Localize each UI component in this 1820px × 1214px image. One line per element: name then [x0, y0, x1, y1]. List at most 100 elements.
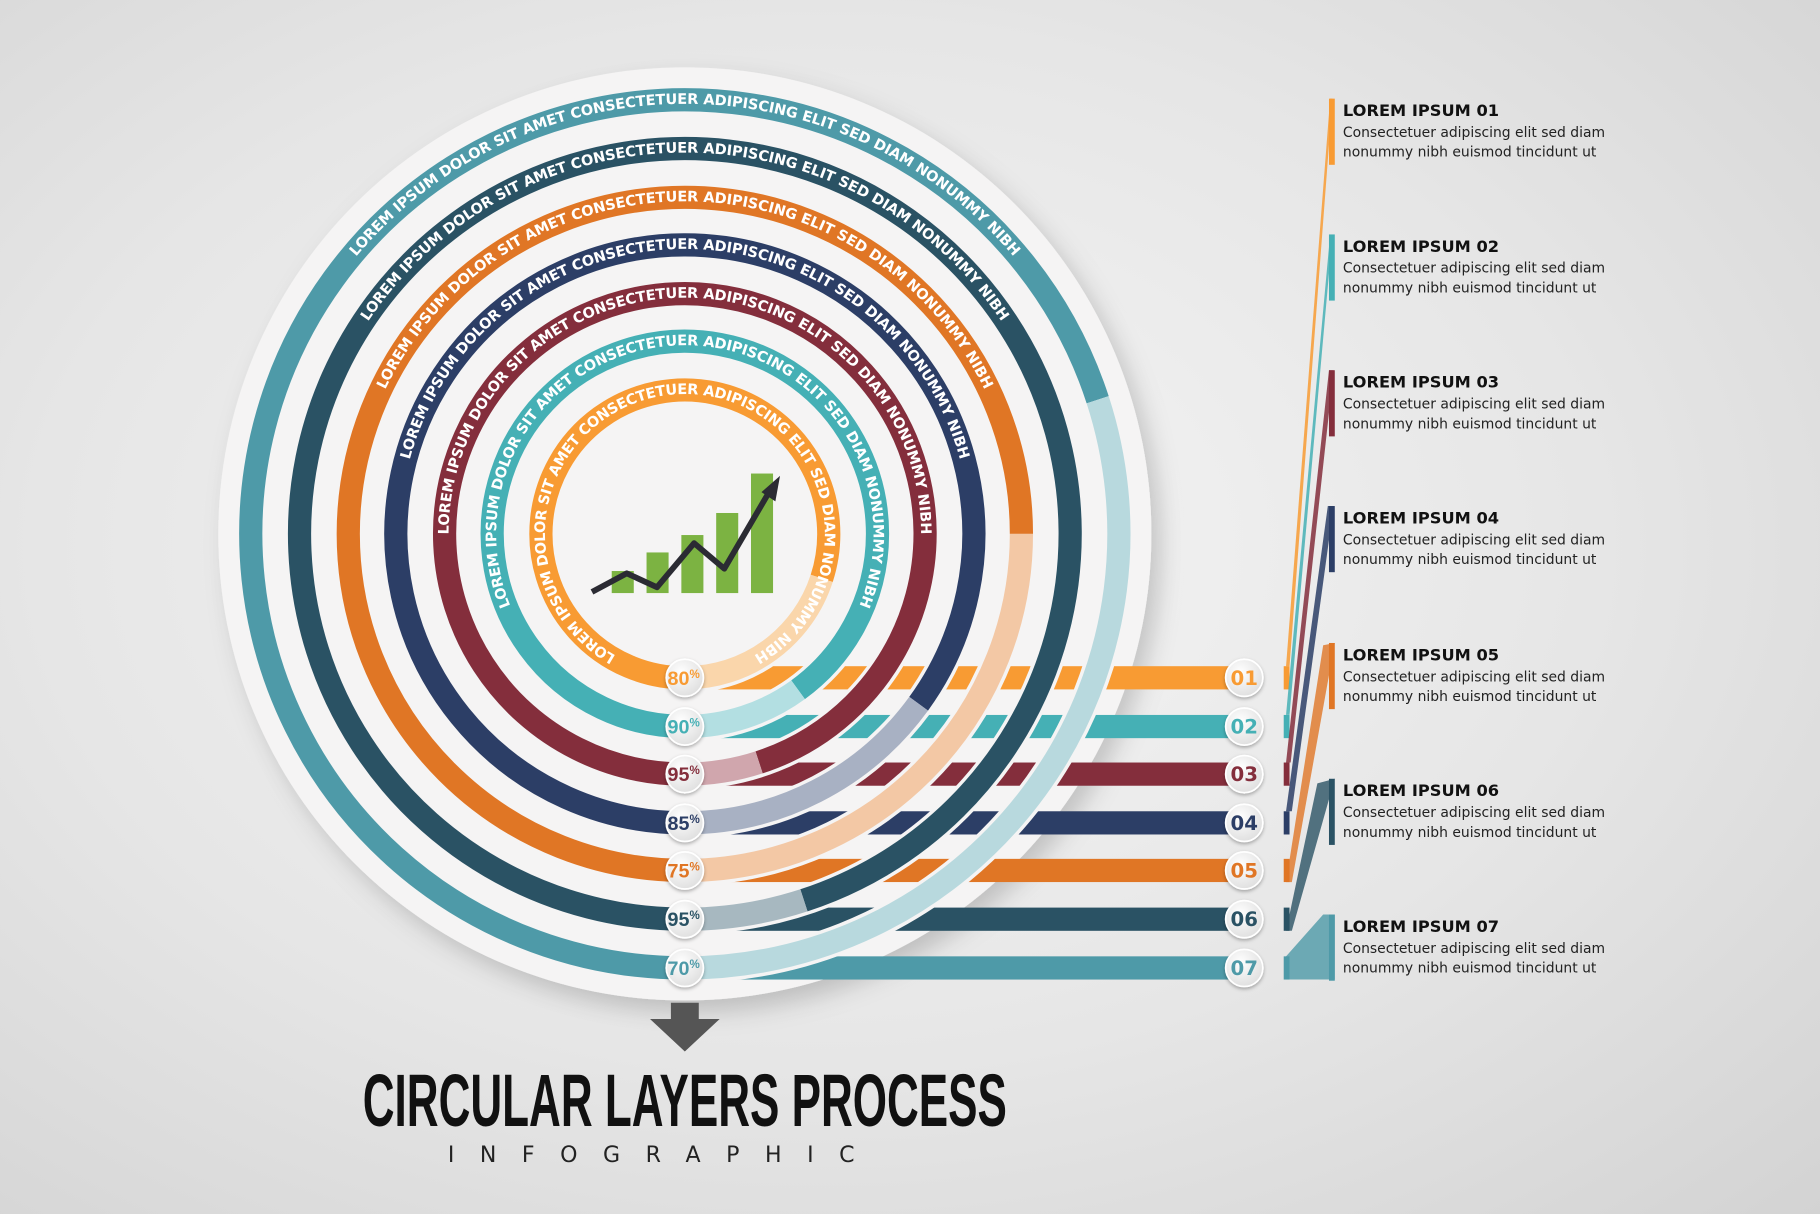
svg-text:90%: 90%	[668, 717, 700, 739]
page-title: CIRCULAR LAYERS PROCESS	[363, 1059, 1007, 1142]
item-description-line: nonummy nibh euismod tincidunt ut	[1343, 145, 1597, 161]
remaining-arc	[684, 574, 833, 690]
list-item: LOREM IPSUM 02 Consectetuer adipiscing el…	[1286, 234, 1605, 715]
percent-badge: 70%	[665, 948, 705, 988]
item-description-line: Consectetuer adipiscing elit sed diam	[1343, 532, 1605, 548]
percent-value: 80	[668, 668, 690, 690]
percent-unit: %	[689, 764, 699, 777]
percent-unit: %	[689, 813, 699, 826]
accent-bar	[1328, 914, 1335, 981]
step-tab	[1283, 666, 1290, 690]
svg-text:95%: 95%	[668, 909, 700, 931]
progress-arc	[480, 329, 890, 739]
step-tab	[1283, 714, 1290, 739]
connector-bar	[684, 907, 1231, 931]
page-subtitle: INFOGRAPHIC	[448, 1143, 880, 1168]
percent-unit: %	[689, 860, 699, 873]
item-description-line: nonummy nibh euismod tincidunt ut	[1343, 552, 1597, 568]
item-description-line: Consectetuer adipiscing elit sed diam	[1343, 261, 1605, 277]
progress-arc	[433, 282, 937, 786]
percent-value: 90	[668, 717, 690, 739]
item-description-line: Consectetuer adipiscing elit sed diam	[1343, 125, 1605, 141]
item-title: LOREM IPSUM 06	[1343, 781, 1499, 800]
percent-value: 95	[668, 909, 690, 931]
svg-text:75%: 75%	[668, 860, 700, 882]
percent-badge: 95%	[665, 899, 705, 939]
list-item: LOREM IPSUM 03 Consectetuer adipiscing el…	[1286, 370, 1605, 763]
svg-text:70%: 70%	[668, 958, 700, 980]
svg-text:06: 06	[1231, 908, 1258, 931]
svg-text:02: 02	[1231, 716, 1258, 739]
percent-unit: %	[689, 958, 699, 971]
step-number-badge: 01	[1224, 658, 1264, 698]
item-description-line: nonummy nibh euismod tincidunt ut	[1343, 416, 1597, 432]
list-item: LOREM IPSUM 04 Consectetuer adipiscing el…	[1286, 506, 1605, 812]
item-description-line: nonummy nibh euismod tincidunt ut	[1343, 961, 1597, 977]
step-number-badge: 06	[1224, 899, 1264, 939]
percent-badge: 85%	[665, 803, 705, 843]
percent-unit: %	[689, 717, 699, 730]
percent-value: 85	[668, 813, 690, 835]
progress-arc	[287, 136, 1082, 931]
step-number-badge: 04	[1224, 803, 1264, 843]
item-description-line: Consectetuer adipiscing elit sed diam	[1343, 397, 1605, 413]
item-description-line: Consectetuer adipiscing elit sed diam	[1343, 669, 1605, 685]
percent-value: 75	[668, 860, 690, 882]
progress-arc	[239, 88, 1109, 980]
step-number-badge: 07	[1224, 948, 1264, 988]
step-tab	[1283, 907, 1290, 931]
connector-line	[1286, 914, 1335, 980]
progress-arc	[384, 233, 986, 835]
item-title: LOREM IPSUM 03	[1343, 373, 1499, 392]
item-description-line: nonummy nibh euismod tincidunt ut	[1343, 825, 1597, 841]
step-tab	[1283, 762, 1290, 786]
accent-bar	[1328, 506, 1335, 573]
svg-text:80%: 80%	[668, 668, 700, 690]
item-title: LOREM IPSUM 04	[1343, 508, 1499, 527]
svg-text:07: 07	[1231, 957, 1258, 980]
item-description-line: Consectetuer adipiscing elit sed diam	[1343, 941, 1605, 957]
percent-badge: 90%	[665, 707, 705, 746]
item-title: LOREM IPSUM 02	[1343, 237, 1499, 256]
step-number-badge: 02	[1224, 707, 1264, 746]
step-tab	[1283, 858, 1290, 883]
item-title: LOREM IPSUM 07	[1343, 917, 1499, 936]
percent-badge: 95%	[665, 754, 705, 794]
step-number-badge: 05	[1224, 851, 1264, 890]
item-description-line: nonummy nibh euismod tincidunt ut	[1343, 689, 1597, 705]
progress-arc	[336, 185, 1034, 883]
item-title: LOREM IPSUM 05	[1343, 645, 1499, 664]
connector-line	[1286, 370, 1334, 763]
svg-text:95%: 95%	[668, 764, 700, 786]
percent-value: 95	[668, 764, 690, 786]
percent-unit: %	[689, 668, 699, 681]
remaining-arc	[685, 396, 1131, 980]
list-item: LOREM IPSUM 06 Consectetuer adipiscing el…	[1286, 778, 1605, 931]
item-title: LOREM IPSUM 01	[1343, 101, 1499, 120]
remaining-arc	[685, 533, 1034, 883]
list-item: LOREM IPSUM 05 Consectetuer adipiscing el…	[1286, 642, 1605, 883]
accent-bar	[1328, 778, 1335, 845]
step-tab	[1283, 811, 1290, 835]
svg-text:05: 05	[1231, 859, 1258, 882]
percent-badge: 80%	[665, 658, 705, 698]
svg-text:85%: 85%	[668, 813, 700, 835]
accent-bar	[1328, 642, 1335, 710]
down-arrow-icon	[650, 1002, 720, 1052]
svg-text:01: 01	[1231, 667, 1258, 690]
connector-line	[1286, 642, 1335, 883]
connector-bar	[684, 956, 1231, 980]
list-item: LOREM IPSUM 01 Consectetuer adipiscing el…	[1286, 98, 1605, 667]
list-item: LOREM IPSUM 07 Consectetuer adipiscing el…	[1286, 914, 1605, 981]
growth-chart-icon	[590, 473, 781, 595]
connector-line	[1286, 778, 1335, 931]
item-description-line: Consectetuer adipiscing elit sed diam	[1343, 805, 1605, 821]
connector-line	[1286, 98, 1333, 667]
connector-line	[1286, 234, 1333, 715]
progress-arc	[529, 378, 841, 690]
step-number-badge: 03	[1224, 754, 1264, 794]
accent-bar	[1328, 370, 1335, 437]
svg-text:03: 03	[1231, 763, 1258, 786]
percent-unit: %	[689, 909, 699, 922]
svg-text:04: 04	[1231, 812, 1258, 835]
